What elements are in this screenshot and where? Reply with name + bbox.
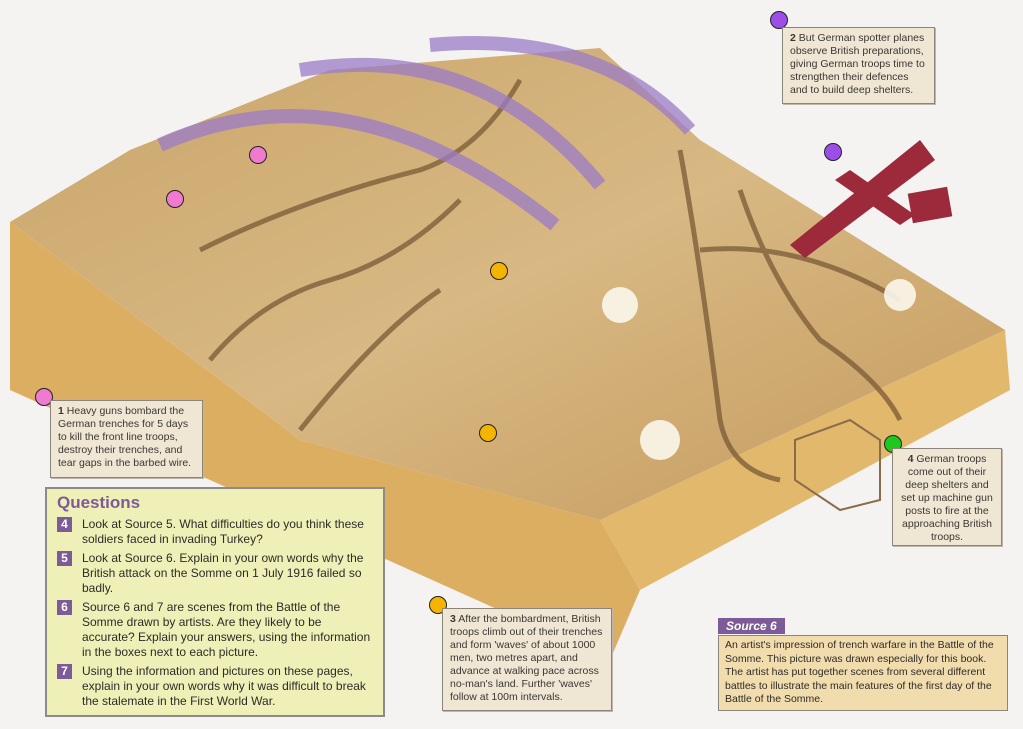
trench-lines [198,78,903,483]
question-item: 7 Using the information and pictures on t… [57,664,373,709]
callout-number: 2 [790,32,796,44]
questions-title: Questions [57,493,141,512]
callout-4: 4 German troops come out of their deep s… [892,448,1002,546]
source-caption: Source 6 An artist's impression of trenc… [718,617,1008,711]
question-item: 5 Look at Source 6. Explain in your own w… [57,551,373,596]
terrain-top [10,48,1005,520]
question-number: 6 [57,600,72,615]
question-text: Look at Source 5. What difficulties do y… [82,517,364,546]
marker-3 [479,424,497,442]
marker-1 [249,146,267,164]
callout-1: 1 Heavy guns bombard the German trenches… [50,400,203,478]
callout-text: After the bombardment, British troops cl… [450,613,603,703]
question-text: Look at Source 6. Explain in your own wo… [82,551,364,595]
question-text: Using the information and pictures on th… [82,664,366,708]
question-item: 6 Source 6 and 7 are scenes from the Batt… [57,600,373,660]
question-number: 7 [57,664,72,679]
callout-text: German troops come out of their deep she… [901,453,993,543]
source-caption-text: An artist's impression of trench warfare… [718,635,1008,711]
question-text: Source 6 and 7 are scenes from the Battl… [82,600,371,659]
question-number: 4 [57,517,72,532]
marker-1 [166,190,184,208]
callout-number: 4 [907,453,914,465]
marker-2 [824,143,842,161]
question-item: 4 Look at Source 5. What difficulties do … [57,517,373,547]
machine-gun-post [794,418,881,512]
callout-3: 3 After the bombardment, British troops … [442,608,612,711]
callout-text: Heavy guns bombard the German trenches f… [58,405,192,469]
questions-panel: Questions 4 Look at Source 5. What diffic… [45,487,385,717]
shell-arrows [157,36,696,231]
biplane-icon [790,140,953,258]
explosion-icons [602,279,916,460]
callout-number: 3 [450,613,456,625]
terrain-right-side [600,330,1010,590]
callout-number: 1 [58,405,64,417]
callout-text: But German spotter planes observe Britis… [790,32,925,96]
question-number: 5 [57,551,72,566]
marker-1 [35,388,53,406]
callout-2: 2 But German spotter planes observe Brit… [782,27,935,104]
marker-2 [770,11,788,29]
marker-3 [490,262,508,280]
terrain-left-side [10,222,640,660]
source-label: Source 6 [718,618,785,634]
